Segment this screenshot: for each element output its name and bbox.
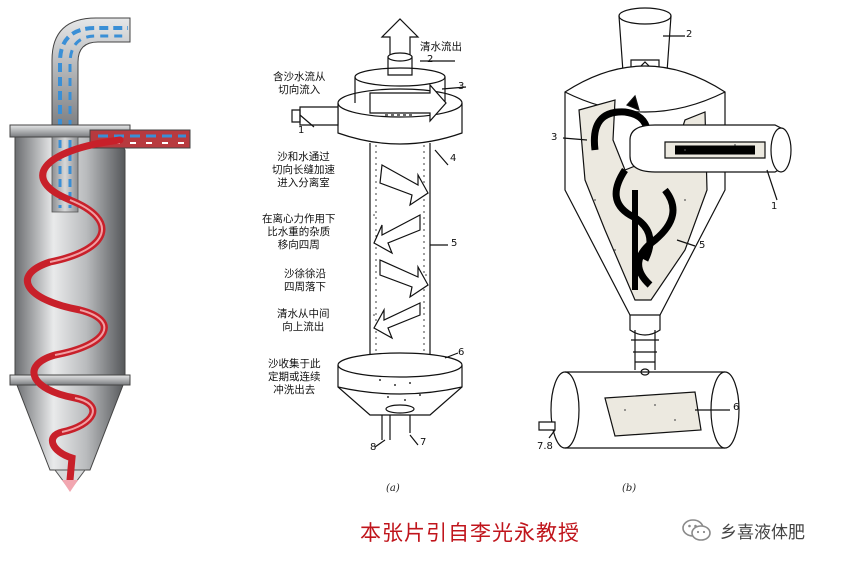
- outlet-arrow: [380, 18, 420, 56]
- figure-caption-a: (a): [386, 483, 400, 494]
- separator-cross-section-b: [538, 7, 792, 449]
- part-number: 4: [450, 153, 457, 164]
- label-clean-water-out: 清水流出: [420, 41, 462, 53]
- label-accelerate: 沙和水通过 切向长缝加速 进入分离室: [272, 151, 335, 189]
- label-sand-fall: 沙徐徐沿 四周落下: [284, 268, 326, 293]
- cyclone-3d-illustration: [9, 17, 191, 492]
- label-sand-collect: 沙收集于此 定期或连续 冲洗出去: [268, 358, 321, 396]
- part-number: 2: [686, 29, 693, 40]
- wechat-icon: [682, 519, 711, 541]
- label-centrifugal: 在离心力作用下 比水重的杂质 移向四周: [262, 213, 336, 251]
- label-clean-up: 清水从中间 向上流出: [277, 308, 330, 333]
- inlet-nozzle: [299, 106, 339, 126]
- part-number: 6: [458, 347, 465, 358]
- part-number: 1: [771, 201, 778, 212]
- label-inlet: 含沙水流从 切向流入: [273, 71, 326, 96]
- part-number: 6: [733, 402, 740, 413]
- figure-caption-b: (b): [622, 483, 637, 494]
- part-number: 5: [699, 240, 706, 251]
- part-number: 7: [420, 437, 427, 448]
- part-number: 7.8: [537, 441, 553, 452]
- part-number: 8: [370, 442, 377, 453]
- outlet-pipe: [51, 17, 131, 131]
- image-credit: 本张片引自李光永教授: [360, 521, 580, 545]
- part-number: 5: [451, 238, 458, 249]
- brand-name: 乡喜液体肥: [720, 522, 805, 543]
- part-number: 3: [551, 132, 558, 143]
- account-brand: 乡喜液体肥: [682, 515, 805, 545]
- separator-cross-section-a: [291, 18, 467, 448]
- part-number: 1: [298, 125, 305, 136]
- sediment-patch: [604, 391, 702, 437]
- part-number: 2: [427, 54, 434, 65]
- column: [369, 143, 431, 360]
- part-number: 3: [458, 81, 465, 92]
